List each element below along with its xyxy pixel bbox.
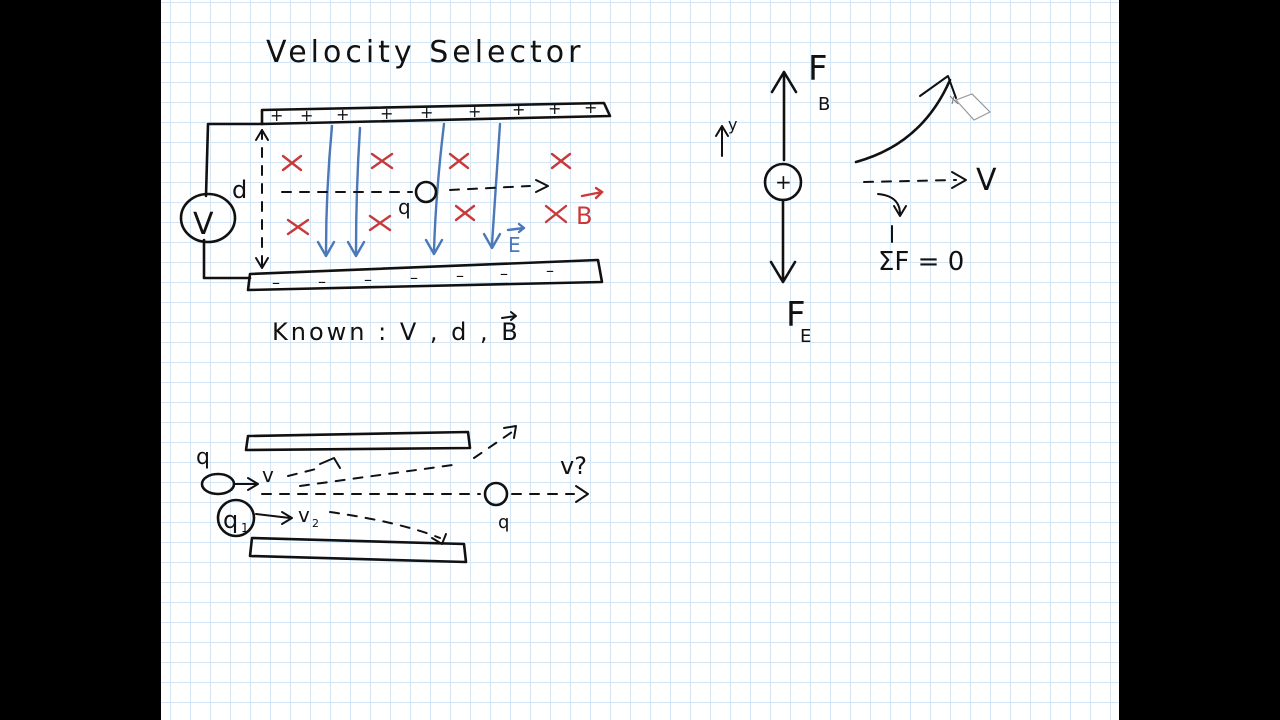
- svg-text:–: –: [410, 268, 418, 287]
- svg-text:2: 2: [312, 517, 319, 530]
- svg-text:+: +: [468, 102, 481, 121]
- lower-charge-q1: q 1 v 2: [216, 498, 447, 545]
- charge-q-circle: [414, 180, 438, 204]
- eraser-cursor-icon: [949, 93, 992, 121]
- separation-label: d: [232, 176, 247, 204]
- electric-force-label: F: [786, 295, 806, 335]
- velocity-label: V: [976, 163, 997, 198]
- svg-text:–: –: [456, 266, 464, 285]
- top-plate: + + + + + + + + +: [260, 98, 612, 126]
- magnetic-force-label: F: [808, 49, 828, 89]
- free-body-diagram: + F B F E: [763, 49, 830, 347]
- magnetic-force-subscript: B: [818, 94, 830, 115]
- svg-text:+: +: [380, 104, 393, 123]
- svg-text:+: +: [548, 99, 561, 118]
- known-b-vector-arrow: [501, 311, 517, 321]
- svg-text:+: +: [420, 103, 433, 122]
- svg-text:v: v: [298, 503, 310, 527]
- charge-q-label: q: [398, 195, 411, 219]
- svg-text:+: +: [300, 106, 313, 125]
- svg-text:y: y: [728, 115, 737, 134]
- charge-trajectory: q: [281, 179, 549, 219]
- lower-center-path: q v?: [261, 452, 589, 533]
- svg-text:+: +: [775, 170, 792, 194]
- magnetic-field-crosses: [281, 152, 572, 236]
- b-field-label: B: [576, 186, 604, 230]
- svg-text:–: –: [318, 272, 326, 291]
- deflection-sketch: V ΣF = 0: [854, 75, 997, 277]
- separation-marker: d: [232, 129, 269, 269]
- svg-text:q: q: [498, 512, 509, 533]
- lower-charge-q: q v: [196, 425, 517, 496]
- svg-text:–: –: [500, 264, 508, 283]
- svg-text:–: –: [364, 270, 372, 289]
- svg-text:+: +: [584, 98, 597, 117]
- y-axis-indicator: y: [715, 115, 737, 157]
- svg-text:B: B: [576, 202, 592, 230]
- grid-paper: [161, 0, 1119, 720]
- svg-text:q: q: [196, 445, 210, 470]
- svg-text:q: q: [223, 506, 238, 534]
- top-plate-plus-signs: + + + + + + + + +: [270, 98, 597, 125]
- e-field-label: E: [506, 222, 526, 257]
- net-force-equation: ΣF = 0: [878, 247, 964, 277]
- electric-field-lines: [316, 122, 502, 258]
- svg-text:v: v: [262, 463, 274, 487]
- voltmeter-label: V: [193, 207, 214, 242]
- voltmeter-icon: [179, 192, 237, 244]
- lower-plates: [244, 430, 472, 564]
- svg-text:–: –: [272, 273, 280, 292]
- svg-text:–: –: [546, 261, 554, 280]
- svg-text:+: +: [512, 100, 525, 119]
- voltmeter-circuit: V: [179, 122, 264, 280]
- electric-force-subscript: E: [800, 326, 811, 347]
- unknown-velocity-label: v?: [560, 452, 587, 480]
- svg-text:E: E: [508, 233, 521, 257]
- bottom-plate: – – – – – – –: [246, 258, 604, 292]
- svg-text:+: +: [270, 106, 283, 125]
- svg-text:1: 1: [241, 521, 249, 535]
- page-title: Velocity Selector: [266, 35, 584, 70]
- svg-text:+: +: [336, 105, 349, 124]
- known-quantities: Known : V , d , B: [272, 318, 521, 346]
- bottom-plate-minus-signs: – – – – – – –: [272, 261, 554, 292]
